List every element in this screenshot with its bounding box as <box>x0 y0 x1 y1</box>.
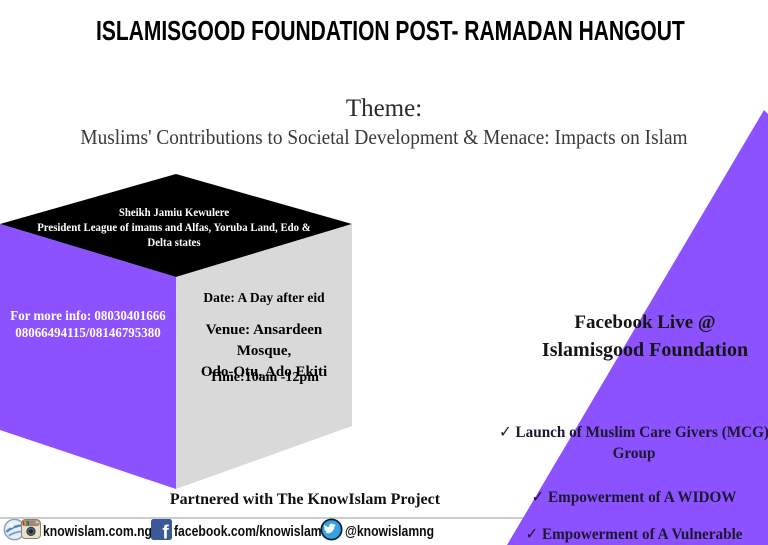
cube-right-face <box>176 224 352 489</box>
cube-left-face <box>0 224 176 489</box>
event-date: Date: A Day after eid <box>203 290 325 305</box>
svg-text:f: f <box>162 522 169 540</box>
footer-facebook-link[interactable]: f facebook.com/knowislam55 <box>151 518 366 545</box>
instagram-icon <box>21 519 41 544</box>
speaker-info: Sheikh Jamiu Kewulere President League o… <box>10 206 337 251</box>
speaker-title-line2: Delta states <box>147 237 201 249</box>
corner-triangle-shape <box>507 110 768 545</box>
facebook-icon: f <box>151 518 172 545</box>
page-title: ISLAMISGOOD FOUNDATION POST- RAMADAN HAN… <box>96 15 685 46</box>
checklist-item-vulnerable: ✓ Empowerment of A Vulnerable <box>525 526 743 543</box>
event-time: Time:10am -12pm <box>209 370 319 385</box>
cube-top-face <box>0 174 352 277</box>
checklist-item-mcg-launch: ✓ Launch of Muslim Care Givers (MCG) Gro… <box>498 424 768 462</box>
checklist-item-widow: ✓ Empowerment of A WIDOW <box>531 489 737 506</box>
footer-facebook-text: facebook.com/knowislam55 <box>174 523 336 540</box>
theme-label: Theme: <box>345 95 423 122</box>
partner-text: Partnered with The KnowIslam Project <box>169 491 441 508</box>
facebook-live-line2: Islamisgood Foundation <box>541 339 749 361</box>
footer-website-text: knowislam.com.ng <box>43 523 152 540</box>
speaker-name: Sheikh Jamiu Kewulere <box>118 207 230 219</box>
contact-info: For more info: 08030401666 08066494115/0… <box>4 307 173 341</box>
footer-twitter-text: @knowislamng <box>345 523 435 540</box>
speaker-title-line1: President League of imams and Alfas, Yor… <box>37 222 311 234</box>
theme-text: Muslims' Contributions to Societal Devel… <box>80 125 688 149</box>
footer-website-link[interactable]: knowislam.com.ng <box>3 518 173 544</box>
event-venue: Venue: Ansardeen Mosque, Odo-Otu, Ado Ek… <box>200 322 328 380</box>
contact-line2: 08066494115/08146795380 <box>15 325 161 340</box>
twitter-bird-icon <box>320 518 343 545</box>
contact-line1: For more info: 08030401666 <box>10 308 166 323</box>
facebook-live-line1: Facebook Live @ <box>574 312 716 333</box>
footer-twitter-link[interactable]: @knowislamng <box>320 518 451 545</box>
